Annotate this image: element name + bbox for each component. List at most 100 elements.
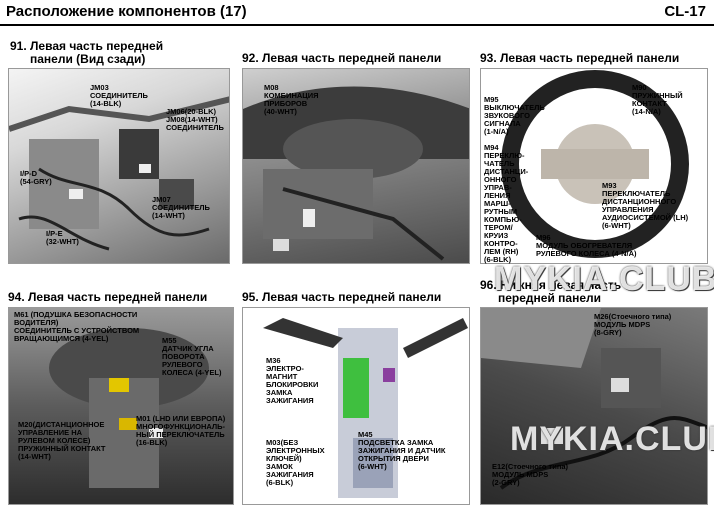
label-line: (54-GRY)	[20, 177, 52, 186]
label-line: ДАТЧИК УГЛА	[162, 344, 214, 353]
label-line: ЭЛЕКТРО-	[266, 364, 304, 373]
label-line: КОМБИНАЦИЯ	[264, 91, 319, 100]
label-line: СОЕДИНИТЕЛЬ С УСТРОЙСТВОМ	[14, 326, 140, 335]
watermark-top: MYKIA.CLUB	[494, 260, 714, 298]
label-line: M96	[536, 233, 551, 242]
label-line: JM07	[152, 195, 171, 204]
label-line: СОЕДИНИТЕЛЬ	[90, 91, 148, 100]
label-line: M20(ДИСТАНЦИОННОЕ	[18, 420, 105, 429]
label-line: I/P-D	[20, 169, 38, 178]
label-jm03: JM03 СОЕДИНИТЕЛЬ (14-BLK)	[90, 84, 148, 108]
label-line: (6-WHT)	[358, 462, 387, 471]
label-line: ЛЕНИЯ	[484, 191, 511, 200]
label-line: РУЛЕВОМ КОЛЕСЕ)	[18, 436, 91, 445]
label-line: JM03	[90, 83, 109, 92]
panel-caption: 96. Нижняя левая часть	[480, 278, 622, 292]
ignition-lock-illustration	[263, 318, 468, 498]
label-line: ЗАЖИГАНИЯ	[266, 396, 314, 405]
label-line: ВРАЩАЮЩИМСЯ (4-YEL)	[14, 334, 109, 343]
label-line: ПРУЖИННЫЙ	[632, 91, 683, 100]
label-m26: M26(Стоечного типа) МОДУЛЬ MDPS (8-GRY)	[594, 313, 671, 337]
label-line: M36	[266, 356, 281, 365]
label-line: БЛОКИРОВКИ	[266, 380, 319, 389]
label-m08: M08 КОМБИНАЦИЯ ПРИБОРОВ (40-WHT)	[264, 84, 319, 116]
label-ip-e: I/P-E (32-WHT)	[46, 230, 79, 246]
label-line: (14-WHT)	[18, 452, 51, 461]
label-line: МАГНИТ	[266, 372, 298, 381]
label-line: ЗАЖИГАНИЯ И ДАТЧИК	[358, 446, 446, 455]
label-line: КРУИЗ	[484, 231, 509, 240]
page-title: Расположение компонентов (17)	[6, 3, 247, 20]
label-line: ЧАТЕЛЬ	[484, 159, 515, 168]
label-line: КОМПЬЮ-	[484, 215, 522, 224]
label-line: КЛЮЧЕЙ)	[266, 454, 302, 463]
label-line: (14-BLK)	[90, 99, 122, 108]
label-line: СОЕДИНИТЕЛЬ	[152, 203, 210, 212]
label-line: ЗАЖИГАНИЯ	[266, 470, 314, 479]
label-line: M90	[632, 83, 647, 92]
label-m55: M55 ДАТЧИК УГЛА ПОВОРОТА РУЛЕВОГО КОЛЕСА…	[162, 337, 221, 377]
label-line: КОНТАКТ	[632, 99, 667, 108]
label-line: РУТНЫМ	[484, 207, 518, 216]
page-number: CL-17	[664, 3, 706, 20]
label-m90: M90 ПРУЖИННЫЙ КОНТАКТ (14-N/A)	[632, 84, 683, 116]
label-ip-d: I/P-D (54-GRY)	[20, 170, 52, 186]
label-line: (16-BLK)	[136, 438, 168, 447]
label-line: (14-WHT)	[152, 211, 185, 220]
label-line: ПОДСВЕТКА ЗАМКА	[358, 438, 434, 447]
label-m96: M96 МОДУЛЬ ОБОГРЕВАТЕЛЯ РУЛЕВОГО КОЛЕСА …	[536, 234, 636, 258]
label-line: ВЫКЛЮЧАТЕЛЬ	[484, 103, 545, 112]
label-line: M45	[358, 430, 373, 439]
watermark-bottom: MYKIA.CLUB	[510, 420, 714, 458]
label-line: МНОГОФУНКЦИОНАЛЬ-	[136, 422, 226, 431]
steering-column-illustration	[49, 328, 209, 488]
panel-caption: 91. Левая часть передней	[10, 39, 164, 53]
label-line: (14-N/A)	[632, 107, 661, 116]
label-jm07: JM07 СОЕДИНИТЕЛЬ (14-WHT)	[152, 196, 210, 220]
label-line: (8-GRY)	[594, 328, 622, 337]
page-header: Расположение компонентов (17) CL-17	[0, 0, 714, 26]
label-m45: M45 ПОДСВЕТКА ЗАМКА ЗАЖИГАНИЯ И ДАТЧИК О…	[358, 431, 445, 471]
label-line: (32-WHT)	[46, 237, 79, 246]
panel-caption: 92. Левая часть передней панели	[242, 51, 442, 65]
photo-dashboard-rear	[8, 68, 230, 264]
label-line: НЫЙ ПЕРЕКЛЮЧАТЕЛЬ	[136, 430, 225, 439]
label-m93: M93 ПЕРЕКЛЮЧАТЕЛЬ ДИСТАНЦИОННОГО УПРАВЛЕ…	[602, 182, 688, 230]
label-e12: E12(Стоечного типа) МОДУЛЬ MDPS (2-GRY)	[492, 463, 568, 487]
label-line: M61 (ПОДУШКА БЕЗОПАСНОСТИ	[14, 310, 138, 319]
label-line: ЭЛЕКТРОННЫХ	[266, 446, 325, 455]
label-line: МОДУЛЬ MDPS	[594, 320, 651, 329]
label-line: M93	[602, 181, 617, 190]
label-line: РУЛЕВОГО	[162, 360, 203, 369]
label-line: УПРАВЛЕНИЯ	[602, 205, 654, 214]
label-m01: M01 (LHD ИЛИ ЕВРОПА) МНОГОФУНКЦИОНАЛЬ- Н…	[136, 415, 225, 447]
label-line: ОТКРЫТИЯ ДВЕРИ	[358, 454, 429, 463]
label-line: КОЛЕСА (4-YEL)	[162, 368, 222, 377]
label-line: (2-GRY)	[492, 478, 520, 487]
label-line: ЛЕМ (RH)	[484, 247, 519, 256]
panel-caption-line2: передней панели	[498, 291, 602, 305]
label-line: РУЛЕВОГО КОЛЕСА (4-N/A)	[536, 249, 637, 258]
panel-91: 91. Левая часть передней панели (Вид сза…	[6, 40, 234, 265]
dashboard-wiring-illustration	[9, 96, 229, 251]
label-line: МОДУЛЬ MDPS	[492, 470, 549, 479]
label-line: ЗАМКА	[266, 388, 293, 397]
label-line: ПЕРЕКЛЮ-	[484, 151, 525, 160]
label-line: УПРАВЛЕНИЕ НА	[18, 428, 83, 437]
photo-steering-column	[8, 307, 234, 505]
label-line: JM06(20-BLK)	[166, 107, 217, 116]
label-line: (6-BLK)	[266, 478, 294, 487]
label-line: ВОДИТЕЛЯ)	[14, 318, 59, 327]
label-line: (6-WHT)	[602, 221, 631, 230]
panel-96: 96. Нижняя левая часть передней панели M…	[478, 279, 710, 506]
label-line: M03(БЕЗ	[266, 438, 299, 447]
label-line: ТЕРОМ/	[484, 223, 513, 232]
label-line: ПОВОРОТА	[162, 352, 205, 361]
label-line: ПРУЖИННЫЙ КОНТАКТ	[18, 444, 106, 453]
panel-caption-line2: панели (Вид сзади)	[30, 52, 146, 66]
label-m03: M03(БЕЗ ЭЛЕКТРОННЫХ КЛЮЧЕЙ) ЗАМОК ЗАЖИГА…	[266, 439, 325, 487]
label-line: M94	[484, 143, 499, 152]
panel-95: 95. Левая часть передней панели M36 ЭЛЕК…	[240, 291, 472, 506]
label-line: JM08(14-WHT)	[166, 115, 218, 124]
label-line: (1-N/A)	[484, 127, 509, 136]
